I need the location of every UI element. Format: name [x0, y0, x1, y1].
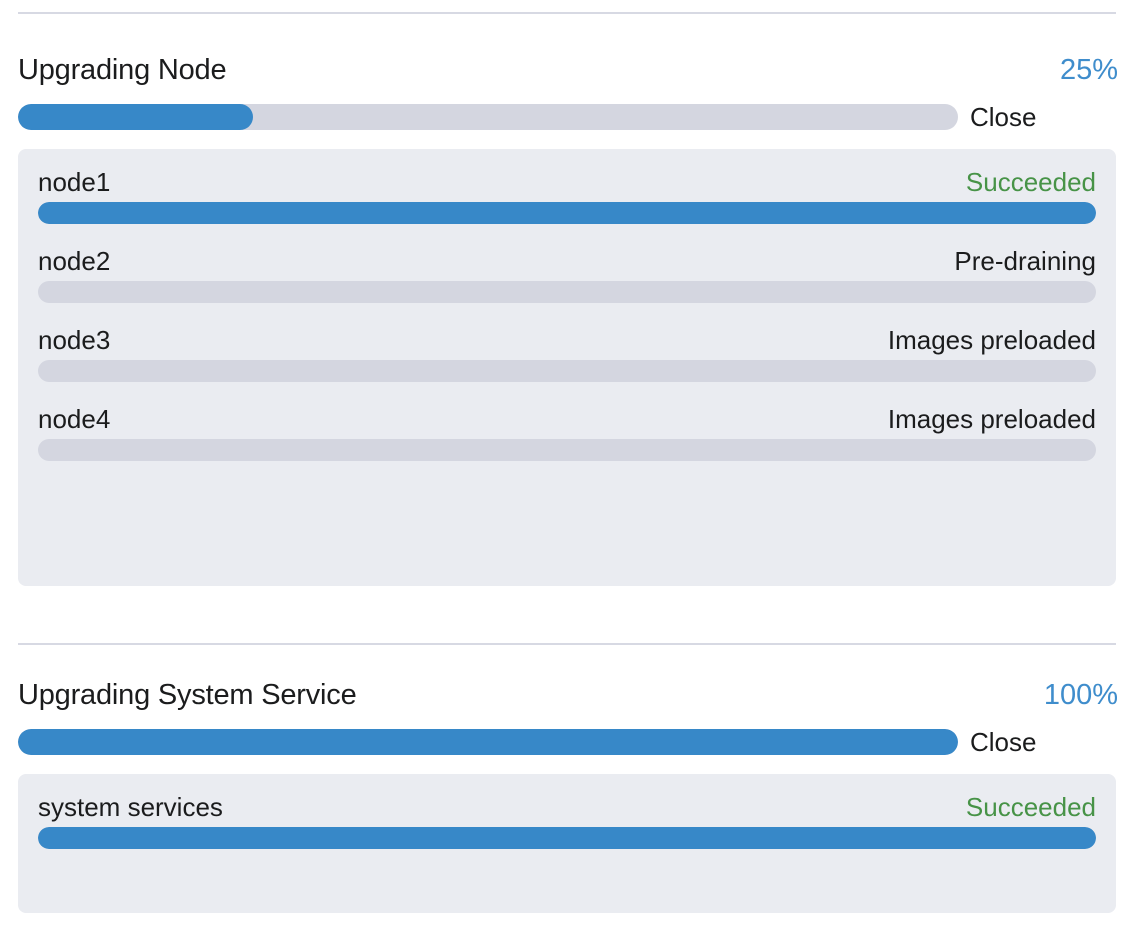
list-item-header: node2 Pre-draining	[38, 244, 1096, 278]
divider-top	[18, 12, 1116, 14]
service-progress-fill	[38, 827, 1096, 849]
node-progress-track	[38, 281, 1096, 303]
node-name: node2	[38, 246, 111, 276]
service-name: system services	[38, 792, 223, 822]
overall-percent-label: 25%	[1059, 54, 1118, 86]
section-header: Upgrading System Service 100%	[0, 675, 1134, 719]
service-progress-track	[38, 827, 1096, 849]
node-name: node3	[38, 325, 111, 355]
page-title: Upgrading System Service	[18, 679, 357, 711]
status-badge: Images preloaded	[887, 404, 1096, 434]
list-item: node1 Succeeded	[38, 165, 1096, 224]
node-progress-track	[38, 360, 1096, 382]
overall-progress-fill	[18, 729, 958, 755]
node-list-card: node1 Succeeded node2 Pre-draining n	[18, 149, 1116, 586]
status-badge: Succeeded	[965, 792, 1096, 822]
page-title: Upgrading Node	[18, 54, 227, 86]
service-list-card: system services Succeeded	[18, 774, 1116, 913]
list-item-header: node1 Succeeded	[38, 165, 1096, 199]
close-button[interactable]: Close	[970, 727, 1037, 757]
node-progress-fill	[38, 202, 1096, 224]
overall-progress-track	[18, 729, 958, 755]
list-item: system services Succeeded	[38, 790, 1096, 849]
overall-progress-fill	[18, 104, 253, 130]
node-progress-track	[38, 202, 1096, 224]
status-badge: Succeeded	[965, 167, 1096, 197]
overall-progress-row: Close	[0, 102, 1134, 136]
divider-middle	[18, 643, 1116, 645]
section-upgrading-system-service: Upgrading System Service 100% Close syst…	[0, 675, 1134, 913]
list-item: node2 Pre-draining	[38, 244, 1096, 303]
overall-percent-label: 100%	[1043, 679, 1118, 711]
close-button[interactable]: Close	[970, 102, 1037, 132]
overall-progress-track	[18, 104, 958, 130]
node-progress-track	[38, 439, 1096, 461]
list-item: node3 Images preloaded	[38, 323, 1096, 382]
list-item: node4 Images preloaded	[38, 402, 1096, 461]
section-upgrading-node: Upgrading Node 25% Close node1 Succeeded	[0, 50, 1134, 586]
list-item-header: node4 Images preloaded	[38, 402, 1096, 436]
list-item-header: system services Succeeded	[38, 790, 1096, 824]
node-name: node1	[38, 167, 111, 197]
node-name: node4	[38, 404, 111, 434]
list-item-header: node3 Images preloaded	[38, 323, 1096, 357]
section-header: Upgrading Node 25%	[0, 50, 1134, 94]
status-badge: Images preloaded	[887, 325, 1096, 355]
status-badge: Pre-draining	[954, 246, 1096, 276]
overall-progress-row: Close	[0, 727, 1134, 761]
